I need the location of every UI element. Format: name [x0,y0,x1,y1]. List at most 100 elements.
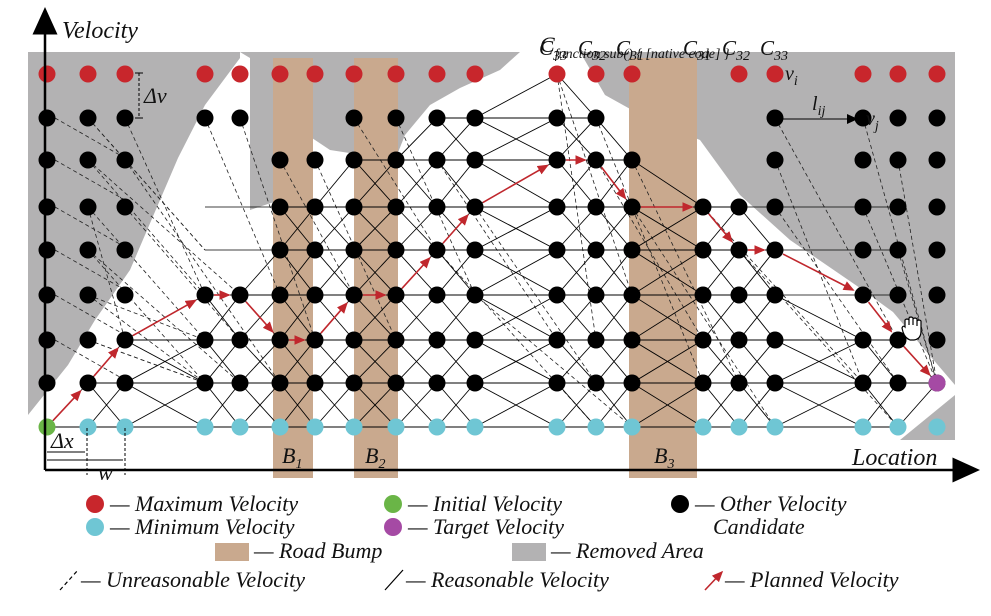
node-other-velocity [387,198,405,216]
unreasonable-edges [54,73,938,428]
node-other-velocity [548,198,566,216]
delta-x-label: Δx [50,428,74,453]
node-min-velocity [766,418,784,436]
node-other-velocity [79,241,97,259]
node-other-velocity [623,241,641,259]
node-other-velocity [694,374,712,392]
node-other-velocity [306,241,324,259]
node-other-velocity [730,374,748,392]
node-max-velocity [116,65,134,83]
node-other-velocity [231,109,249,127]
node-min-velocity [428,418,446,436]
node-other-velocity [345,286,363,304]
c-label-left-c32: C32 [578,36,606,64]
node-other-velocity [889,331,907,349]
node-max-velocity [548,65,566,83]
node-min-velocity [231,418,249,436]
node-other-velocity [271,151,289,169]
legend-planned: — Planned Velocity [724,567,899,592]
node-other-velocity [928,109,946,127]
node-other-velocity [116,109,134,127]
node-other-velocity [231,374,249,392]
planned-edges [52,155,931,421]
node-min-velocity [548,418,566,436]
node-other-velocity [271,198,289,216]
node-other-velocity [38,286,56,304]
node-other-velocity [889,109,907,127]
node-other-velocity [466,286,484,304]
node-min-velocity [79,418,97,436]
node-other-velocity [196,286,214,304]
node-other-velocity [928,151,946,169]
node-other-velocity [306,198,324,216]
node-other-velocity [889,198,907,216]
axes: Velocity Location [32,7,980,483]
node-other-velocity [623,151,641,169]
node-other-velocity [116,198,134,216]
node-other-velocity [889,286,907,304]
node-other-velocity [623,286,641,304]
node-max-velocity [306,65,324,83]
annotations: Δv Δx w Cfunction sub() { [native code] … [47,32,922,485]
road-bump-1 [273,58,313,478]
node-other-velocity [306,286,324,304]
node-other-velocity [116,374,134,392]
node-min-velocity [387,418,405,436]
node-other-velocity [623,198,641,216]
node-min-velocity [854,418,872,436]
road-bump-3 [629,58,697,478]
node-other-velocity [766,241,784,259]
node-other-velocity [928,331,946,349]
node-other-velocity [387,374,405,392]
w-label: w [98,460,113,485]
node-min-velocity [271,418,289,436]
node-other-velocity [38,374,56,392]
node-other-velocity [428,374,446,392]
node-max-velocity [623,65,641,83]
node-other-velocity [271,331,289,349]
node-other-velocity [196,109,214,127]
node-other-velocity [548,331,566,349]
legend-initial-velocity-dot [384,495,402,513]
node-other-velocity [766,331,784,349]
node-min-velocity [466,418,484,436]
node-other-velocity [466,241,484,259]
node-min-velocity [116,418,134,436]
c-label-left-c31: C31 [616,36,644,64]
node-max-velocity [928,65,946,83]
c-label-left-c33: C33 [539,36,567,64]
node-other-velocity [854,286,872,304]
node-min-velocity [623,418,641,436]
node-other-velocity [38,241,56,259]
node-other-velocity [79,198,97,216]
legend-reasonable-swatch [384,569,404,591]
c-label-right-c32: C32 [722,36,750,64]
legend: — Maximum Velocity — Initial Velocity — … [59,491,899,592]
node-other-velocity [766,374,784,392]
legend-target-velocity-dot [384,518,402,536]
node-other-velocity [428,331,446,349]
c-label-right-c33: C33 [760,36,788,64]
node-min-velocity [196,418,214,436]
node-other-velocity [854,331,872,349]
node-other-velocity [548,374,566,392]
node-other-velocity [345,198,363,216]
legend-reasonable: — Reasonable Velocity [405,567,609,592]
node-other-velocity [116,331,134,349]
node-other-velocity [548,109,566,127]
node-other-velocity [466,151,484,169]
road-bump-2 [354,58,398,478]
node-other-velocity [587,109,605,127]
node-other-velocity [345,151,363,169]
node-other-velocity [79,331,97,349]
c-label-right-c31: C31 [683,36,711,64]
node-other-velocity [854,151,872,169]
node-other-velocity [387,331,405,349]
node-other-velocity [79,286,97,304]
node-other-velocity [766,198,784,216]
node-other-velocity [466,374,484,392]
legend-road-bump: — Road Bump [253,538,382,563]
node-other-velocity [548,286,566,304]
node-other-velocity [889,241,907,259]
node-other-velocity [466,198,484,216]
